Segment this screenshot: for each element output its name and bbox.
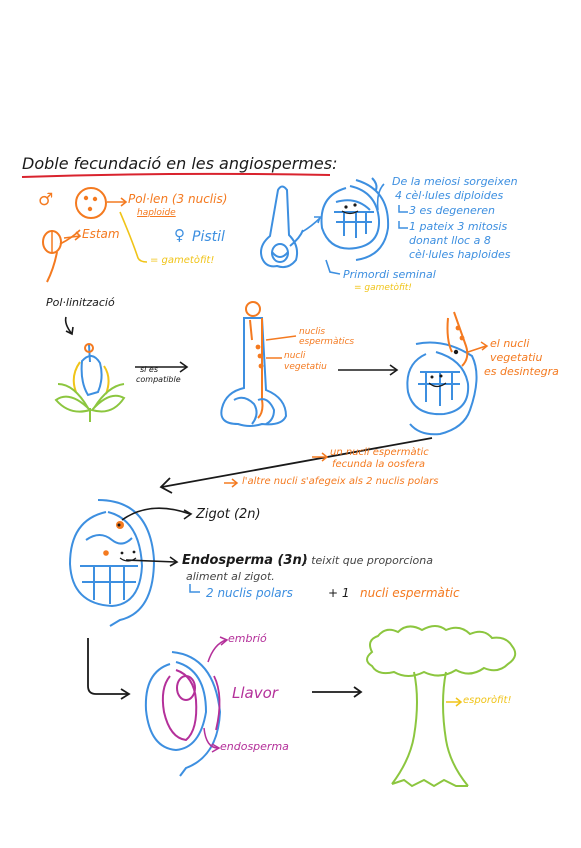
- fertilization-label-2: fecunda la oosfera: [332, 459, 425, 470]
- pollen-label: Pol·len (3 nuclis): [128, 192, 228, 206]
- meiosis-line-3: 3 es degeneren: [409, 204, 495, 217]
- vegetative-nucleus-label-1: nucli: [284, 351, 306, 361]
- formula-plus: + 1: [328, 586, 350, 600]
- pistil-label: Pistil: [192, 229, 225, 245]
- title-underline: [21, 172, 331, 178]
- fertilized-ovule-icon: [68, 499, 156, 627]
- stamen-icon: [42, 229, 82, 283]
- endosperm-description-1: : teixit que proporciona: [304, 554, 433, 567]
- female-gametophyte-label: = gametòfit!: [354, 283, 412, 293]
- pistil-pollen-tube-icon: [220, 301, 288, 427]
- male-gametophyte-label: = gametòfit!: [150, 255, 215, 266]
- vegetative-breaks-label-1: el nucli: [490, 337, 530, 350]
- tree-icon: [366, 625, 517, 788]
- sporophyte-label: esporòfit!: [463, 695, 512, 706]
- meiosis-line-6: cèl·lules haploides: [409, 248, 511, 261]
- meiosis-line-2: 4 cèl·lules diploides: [395, 189, 504, 202]
- endosperm-description-2: aliment al zigot.: [186, 570, 275, 583]
- gametophyte-bracket: [119, 211, 148, 263]
- male-symbol-icon: ♂: [38, 190, 54, 210]
- formula-polar-nuclei: 2 nuclis polars: [206, 586, 293, 600]
- vegetative-nucleus-label-2: vegetatiu: [284, 362, 327, 372]
- pollen-haploid-label: haploide: [137, 208, 176, 218]
- fertilization-label-1: un nucli espermàtic: [330, 447, 429, 458]
- sperm-nuclei-label-2: espermàtics: [299, 337, 355, 347]
- endosperm-seed-label: endosperma: [220, 740, 289, 753]
- page-title: Doble fecundació en les angiospermes:: [22, 154, 338, 173]
- arrow-zygote: [121, 507, 191, 521]
- compatible-label-1: si es: [140, 365, 159, 374]
- meiosis-line-1: De la meiosi sorgeixen: [392, 175, 518, 188]
- ovule-tube-icon: [406, 311, 478, 436]
- polar-nuclei-label: l'altre nucli s'afegeix als 2 nuclis pol…: [242, 476, 439, 487]
- flower-icon: [54, 343, 126, 422]
- zygote-label: Zigot (2n): [196, 507, 261, 522]
- pollen-grain-icon: [75, 187, 107, 219]
- meiosis-line-4: 1 pateix 3 mitosis: [409, 220, 508, 233]
- stamen-label: Estam: [82, 227, 120, 241]
- sperm-nuclei-label-1: nuclis: [299, 327, 326, 337]
- arrow-pistil-ovule: [301, 217, 321, 233]
- female-symbol-icon: ♀: [174, 226, 185, 244]
- arrow-endosperm: [125, 559, 177, 563]
- meiosis-line-5: donant lloc a 8: [409, 234, 491, 247]
- pistil-icon: [260, 185, 304, 269]
- seed-icon: [144, 651, 222, 777]
- vegetative-breaks-label-2: vegetatiu: [490, 351, 543, 364]
- arrow-to-zygote: [161, 437, 433, 488]
- seed-label: Llavor: [232, 684, 278, 702]
- arrow-to-seed: [87, 638, 128, 695]
- arrow-pollination: [64, 316, 73, 335]
- pollination-label: Pol·linització: [46, 296, 115, 309]
- compatible-label-2: compatible: [136, 375, 181, 384]
- endosperm-label: Endosperma (3n): [182, 553, 308, 568]
- formula-sperm-nucleus: nucli espermàtic: [360, 586, 460, 600]
- ovule-icon: [320, 177, 390, 261]
- vegetative-breaks-label-3: es desintegra: [484, 365, 559, 378]
- embryo-label: embrió: [228, 632, 267, 645]
- ovule-label: Primordi seminal: [343, 268, 436, 281]
- seed-brace: [213, 675, 221, 731]
